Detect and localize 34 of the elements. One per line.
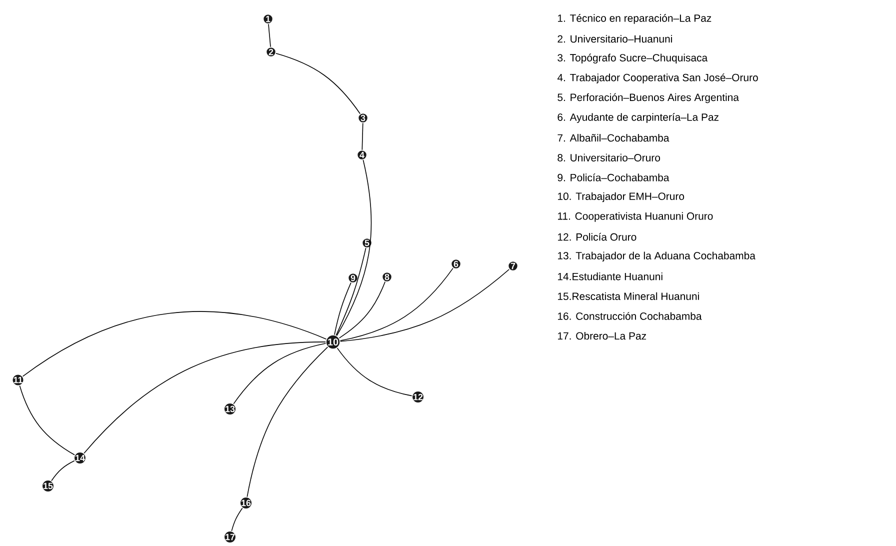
legend-entry: 9. Policía–Cochabamba bbox=[558, 174, 670, 182]
connector-line bbox=[336, 160, 372, 336]
connector-line bbox=[231, 508, 243, 532]
legend-entry: 16. Construcción Cochabamba bbox=[558, 312, 702, 320]
legend-entry: 10. Trabajador EMH–Oruro bbox=[558, 192, 684, 202]
legend-entry: 15.Rescatista Mineral Huanuni bbox=[558, 292, 699, 300]
connector-line bbox=[340, 268, 510, 342]
legend-entry: 5. Perforación–Buenos Aires Argentina bbox=[558, 93, 739, 104]
legend-entry: 6. Ayudante de carpintería–La Paz bbox=[558, 113, 719, 123]
legend-entry: 3. Topógrafo Sucre–Chuquisaca bbox=[558, 54, 708, 64]
connector-line bbox=[233, 343, 326, 404]
legend-entry: 2. Universitario–Huanuni bbox=[558, 34, 672, 43]
connector-line bbox=[362, 122, 364, 150]
legend-entry: 1. Técnico en reparación–La Paz bbox=[558, 14, 712, 24]
legend-entry: 12. Policía Oruro bbox=[558, 232, 636, 241]
connector-line bbox=[336, 348, 412, 396]
connector-line bbox=[336, 248, 366, 336]
legend-entry: 7. Albañil–Cochabamba bbox=[558, 134, 670, 142]
connector-line bbox=[340, 268, 454, 342]
legend-entry: 8. Universitario–Oruro bbox=[558, 154, 660, 162]
connector-line bbox=[51, 460, 75, 482]
connector-line bbox=[268, 24, 271, 48]
legend-entry: 14.Estudiante Huanuni bbox=[558, 272, 662, 280]
legend-entry: 17. Obrero–La Paz bbox=[558, 332, 646, 340]
connector-line bbox=[19, 385, 75, 456]
connector-line bbox=[22, 311, 327, 377]
connector-line bbox=[338, 281, 386, 338]
legend-entry: 13. Trabajador de la Aduana Cochabamba bbox=[558, 252, 756, 262]
connector-line bbox=[84, 342, 326, 454]
legend-entry: 11. Cooperativista Huanuni Oruro bbox=[558, 212, 713, 222]
connector-line bbox=[276, 52, 360, 114]
connector-line bbox=[334, 282, 352, 336]
legend-entry: 4. Trabajador Cooperativa San José–Oruro bbox=[557, 73, 758, 84]
connector-line bbox=[246, 346, 328, 498]
